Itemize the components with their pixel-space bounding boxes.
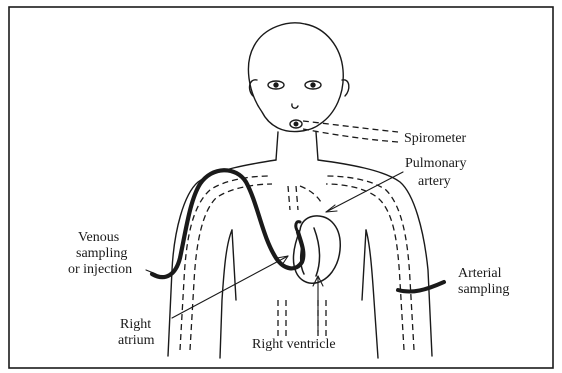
label-arterial-line2: sampling [458,282,509,297]
label-pulmonary-artery-line1: Pulmonary [405,156,466,171]
label-venous-line1: Venous [78,230,119,245]
label-right-atrium-line1: Right [120,317,151,332]
label-right-atrium-line2: atrium [118,333,155,348]
label-spirometer: Spirometer [404,131,467,146]
label-venous-line3: or injection [68,262,132,277]
label-venous-line2: sampling [76,246,127,261]
label-pulmonary-artery-line2: artery [418,174,451,189]
label-right-ventricle: Right ventricle [252,337,336,352]
figure-frame [9,7,553,368]
label-arterial-line1: Arterial [458,266,502,281]
